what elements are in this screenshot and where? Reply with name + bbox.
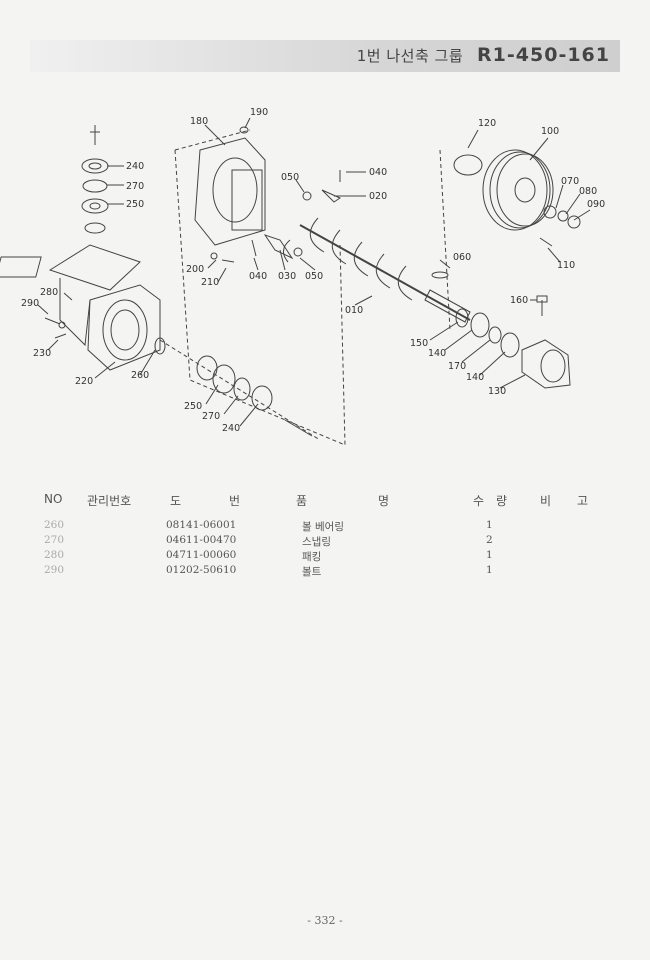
callout: 220 [75,376,93,387]
cell-drawing: 04611-00470 [166,534,237,546]
callout: 160 [510,295,528,306]
callout: 140 [428,348,446,359]
cell-drawing: 01202-50610 [166,564,237,576]
exploded-parts-diagram: 190 180 120 100 240 270 250 050 040 020 … [0,107,605,446]
cell-no: 270 [44,534,65,546]
cell-qty: 1 [486,549,493,561]
callout: 040 [369,167,387,178]
group-title: 1번 나선축 그룹 [356,47,464,65]
callout: 290 [21,298,39,309]
col-drawing-1: 도 [170,494,182,508]
callout: 150 [410,338,428,349]
screw-shaft-010 [299,217,471,323]
col-mgmt: 관리번호 [87,494,132,508]
col-no: NO [44,492,63,506]
table-row: 270 04611-00470 스냅링 2 [0,534,650,548]
left-washer-stack [81,125,109,234]
callout: 180 [190,116,208,127]
parts-table-header: NO 관리번호 도 번 품 명 수 량 비 고 [0,492,650,508]
cell-drawing: 04711-00060 [166,549,237,561]
callout: 100 [541,126,559,137]
cell-no: 290 [44,564,65,576]
table-row: 260 08141-06001 볼 베어링 1 [0,519,650,533]
cell-name: 볼트 [302,566,322,578]
pulley-100 [453,149,581,247]
callout: 030 [278,271,296,282]
cell-name: 볼 베어링 [302,521,344,533]
col-note-1: 비 [540,494,552,508]
callout: 110 [557,260,575,271]
cell-name: 스냅링 [302,536,331,548]
cell-qty: 1 [486,564,493,576]
cell-name: 패킹 [302,551,322,563]
page-number: - 332 - [307,914,343,927]
callout: 200 [186,264,204,275]
col-name-2: 명 [378,494,390,508]
cell-no: 260 [44,519,65,531]
callout: 260 [131,370,149,381]
callout: 080 [579,186,597,197]
callout: 280 [40,287,58,298]
callout: 250 [184,401,202,412]
callout: 130 [488,386,506,397]
callout: 060 [453,252,471,263]
group-code: R1-450-161 [477,44,610,66]
callout: 250 [126,199,144,210]
callout: 240 [126,161,144,172]
col-note-2: 고 [577,494,589,508]
col-qty-1: 수 [473,494,485,508]
callout: 230 [33,348,51,359]
callout: 040 [249,271,267,282]
callout: 170 [448,361,466,372]
cell-drawing: 08141-06001 [166,519,237,531]
callout: 190 [250,107,268,118]
lower-bearing-chain [154,337,321,441]
callout: 120 [478,118,496,129]
callout: 270 [202,411,220,422]
bearing-stack-right [455,295,571,389]
callout-labels: 190 180 120 100 240 270 250 050 040 020 … [21,107,605,434]
callout: 270 [126,181,144,192]
col-qty-2: 량 [496,494,508,508]
page-title: 1번 나선축 그룹 R1-450-161 [357,44,610,66]
callout: 010 [345,305,363,316]
callout: 020 [369,191,387,202]
col-drawing-2: 번 [229,494,241,508]
callout: 050 [281,172,299,183]
callout: 240 [222,423,240,434]
cell-no: 280 [44,549,65,561]
cell-qty: 2 [486,534,493,546]
housing-220 [0,244,161,371]
cell-qty: 1 [486,519,493,531]
callout: 210 [201,277,219,288]
col-name-1: 품 [296,494,308,508]
table-row: 280 04711-00060 패킹 1 [0,549,650,563]
callout: 070 [561,176,579,187]
callout: 090 [587,199,605,210]
flange-180 [194,126,266,246]
callout: 140 [466,372,484,383]
table-row: 290 01202-50610 볼트 1 [0,564,650,578]
header-band [30,40,620,72]
callout: 050 [305,271,323,282]
